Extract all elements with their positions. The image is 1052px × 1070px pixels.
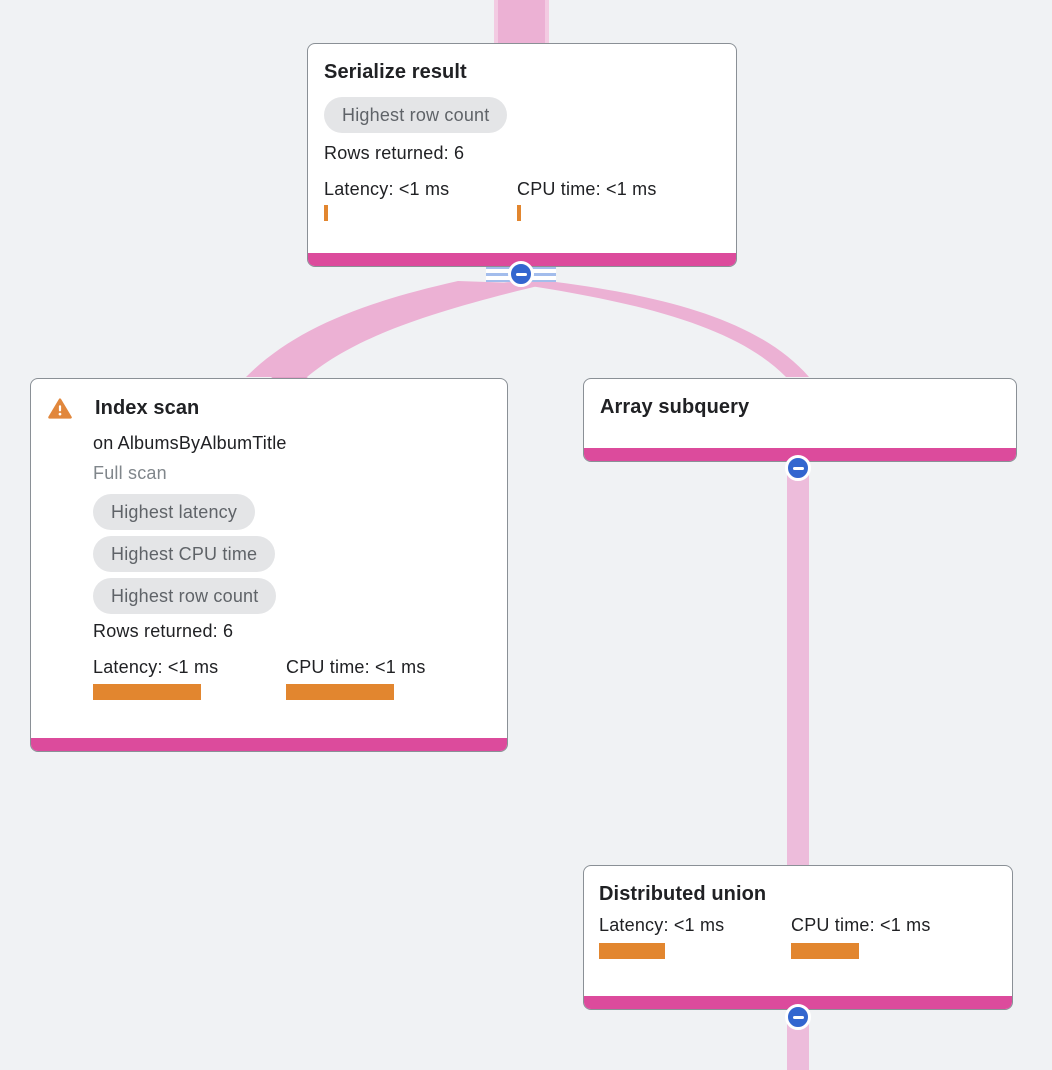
- badge-list: Highest latency Highest CPU time Highest…: [93, 494, 491, 614]
- collapse-button-distributed-union[interactable]: [785, 1004, 811, 1030]
- collapse-button-serialize-result[interactable]: [508, 261, 534, 287]
- edge-serialize-to-index-scan: [246, 281, 546, 377]
- edge-array-subquery-to-distributed-union: [787, 455, 809, 867]
- latency-label: Latency: <1 ms: [599, 915, 725, 935]
- metrics-row: Latency: <1 ms CPU time: <1 ms: [93, 657, 491, 700]
- cpu-label: CPU time: <1 ms: [286, 657, 426, 677]
- latency-metric: Latency: <1 ms: [599, 915, 791, 959]
- node-distributed-union[interactable]: Distributed union Latency: <1 ms CPU tim…: [583, 865, 1013, 1010]
- node-index-scan[interactable]: Index scan on AlbumsByAlbumTitle Full sc…: [30, 378, 508, 752]
- latency-bar: [599, 943, 665, 959]
- cpu-label: CPU time: <1 ms: [517, 179, 657, 199]
- rows-returned-text: Rows returned: 6: [93, 621, 234, 641]
- badge-highest-latency: Highest latency: [93, 494, 256, 530]
- cpu-bar: [517, 205, 521, 221]
- badge-highest-row-count: Highest row count: [324, 97, 508, 133]
- node-accent-bar: [584, 996, 1012, 1009]
- edge-serialize-to-array-subquery: [497, 281, 809, 377]
- node-title: Array subquery: [600, 396, 750, 418]
- node-title: Serialize result: [324, 61, 467, 83]
- node-array-subquery[interactable]: Array subquery: [583, 378, 1017, 462]
- node-header: Index scan: [31, 379, 507, 420]
- latency-label: Latency: <1 ms: [93, 657, 219, 677]
- minus-icon: [792, 1015, 804, 1019]
- latency-label: Latency: <1 ms: [324, 179, 450, 199]
- badge-highest-row-count: Highest row count: [93, 578, 277, 614]
- minus-icon: [792, 466, 804, 470]
- warning-triangle-icon: [48, 398, 72, 419]
- index-target-text: on AlbumsByAlbumTitle: [93, 433, 287, 453]
- cpu-bar: [286, 684, 394, 700]
- metrics-row: Latency: <1 ms CPU time: <1 ms: [324, 179, 720, 221]
- node-accent-bar: [308, 253, 736, 266]
- cpu-metric: CPU time: <1 ms: [286, 657, 426, 700]
- collapse-button-array-subquery[interactable]: [785, 455, 811, 481]
- minus-icon: [515, 272, 527, 276]
- scan-type-text: Full scan: [93, 463, 167, 483]
- latency-bar: [324, 205, 328, 221]
- latency-bar: [93, 684, 201, 700]
- metrics-row: Latency: <1 ms CPU time: <1 ms: [599, 915, 997, 959]
- node-serialize-result[interactable]: Serialize result Highest row count Rows …: [307, 43, 737, 267]
- node-accent-bar: [584, 448, 1016, 461]
- latency-metric: Latency: <1 ms: [93, 657, 286, 700]
- latency-metric: Latency: <1 ms: [324, 179, 517, 221]
- badge-highest-cpu-time: Highest CPU time: [93, 536, 276, 572]
- cpu-label: CPU time: <1 ms: [791, 915, 931, 935]
- node-title: Distributed union: [599, 883, 767, 905]
- cpu-metric: CPU time: <1 ms: [791, 915, 931, 959]
- cpu-metric: CPU time: <1 ms: [517, 179, 657, 221]
- cpu-bar: [791, 943, 859, 959]
- node-title: Index scan: [95, 397, 200, 419]
- edge-parent-to-serialize: [498, 0, 545, 44]
- node-accent-bar: [31, 738, 507, 751]
- rows-returned-text: Rows returned: 6: [324, 143, 465, 163]
